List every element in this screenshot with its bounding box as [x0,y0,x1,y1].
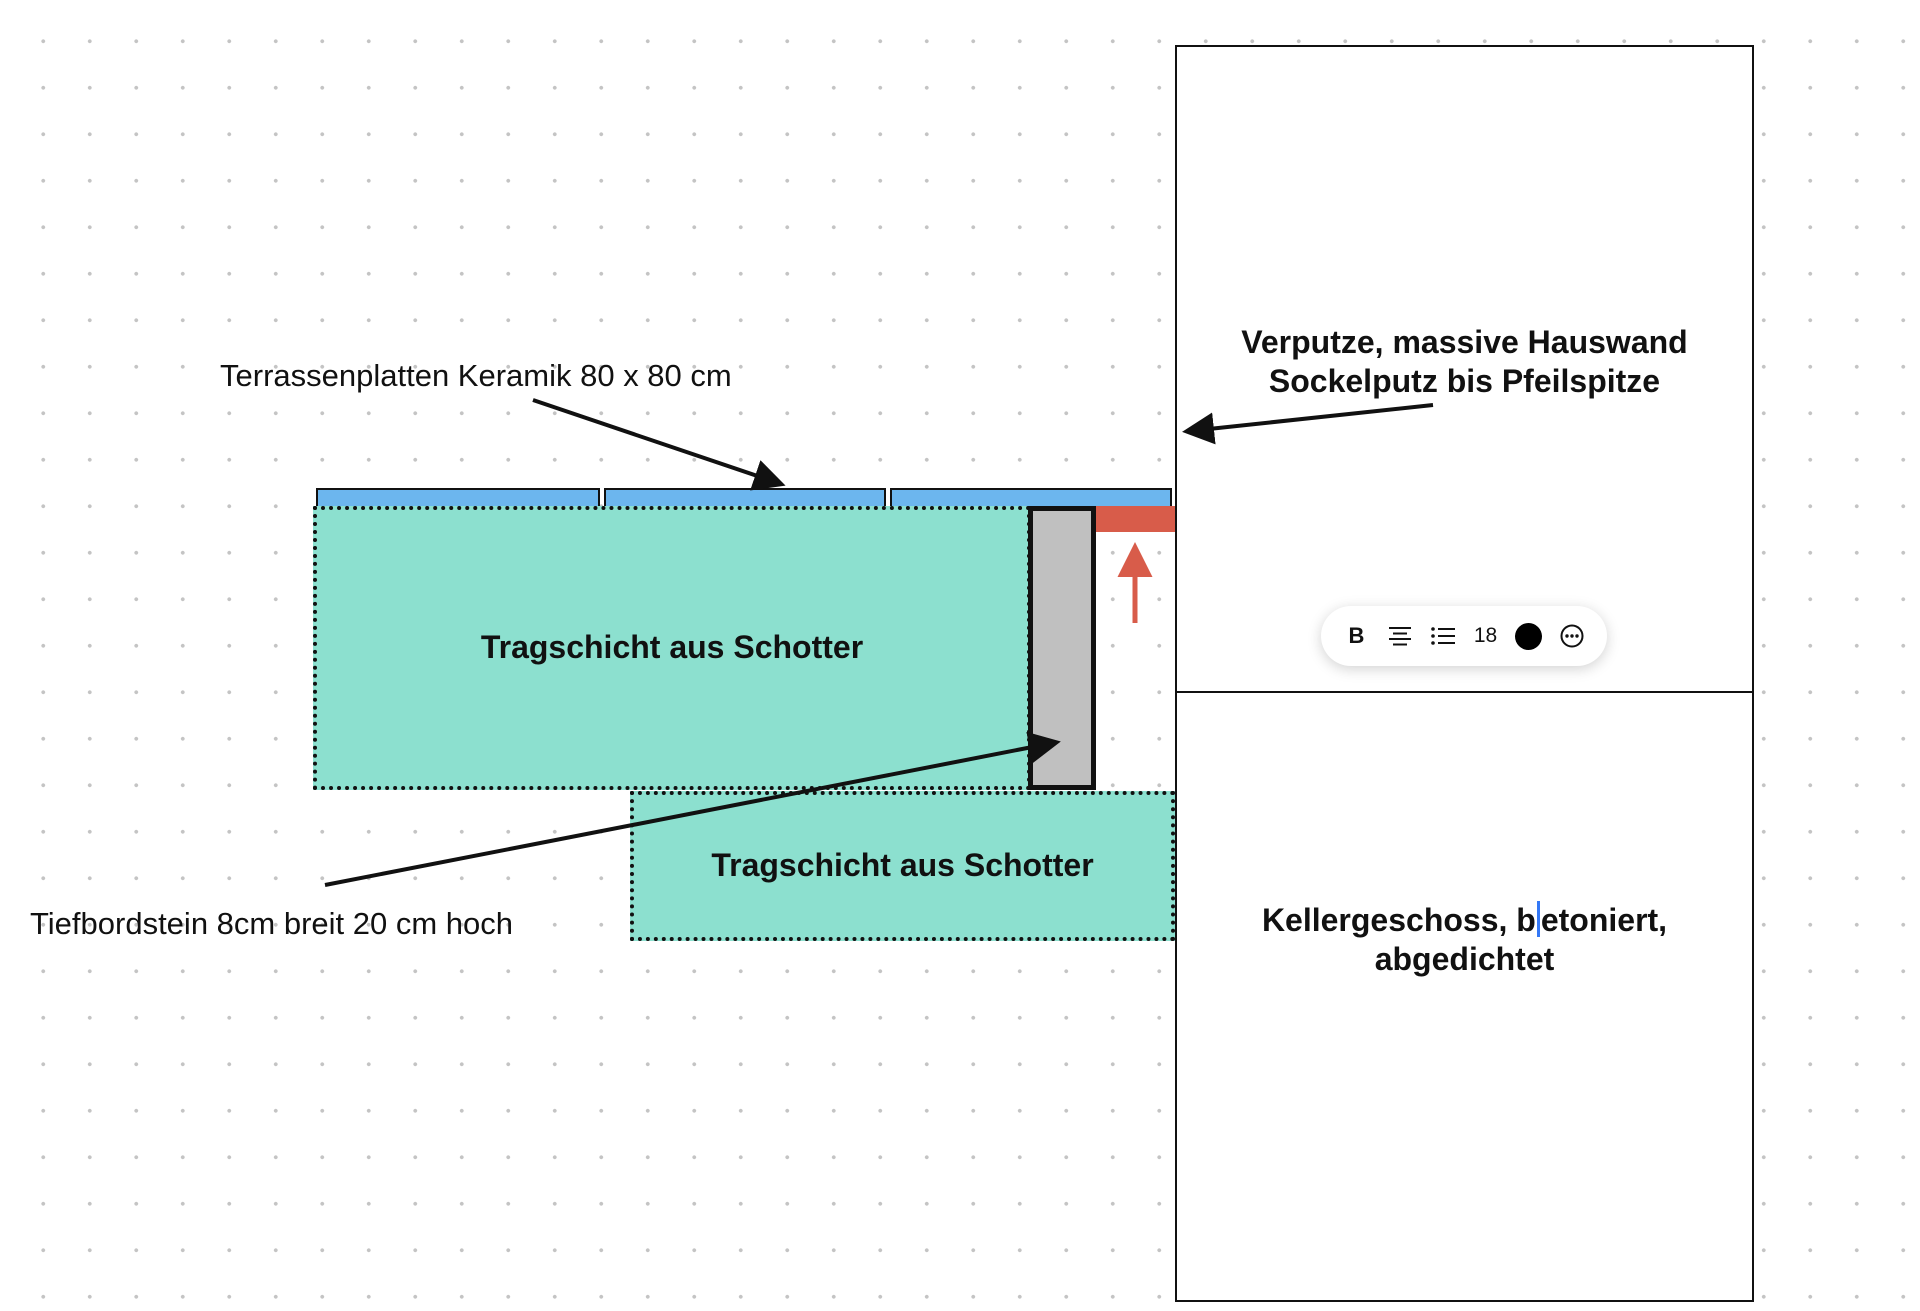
more-options-icon [1560,624,1583,648]
text-color-swatch-icon [1515,622,1542,650]
align-center-icon [1388,627,1411,646]
bulleted-list-icon [1430,627,1455,645]
curb-annotation-label[interactable]: Tiefbordstein 8cm breit 20 cm hoch [30,906,514,941]
gravel-layer-upper-label: Tragschicht aus Schotter [480,629,864,666]
text-format-toolbar: B 18 [1321,606,1607,666]
font-size-button[interactable]: 18 [1473,624,1498,647]
bulleted-list-button[interactable] [1425,618,1461,654]
base-plaster-strip[interactable] [1096,506,1175,532]
align-center-button[interactable] [1382,618,1418,654]
curb-arrow[interactable] [324,731,1061,887]
house-wall-label-line2: Sockelputz bis Pfeilspitze [1268,363,1661,400]
gravel-layer-lower-label: Tragschicht aus Schotter [711,847,1094,884]
basement-label-line2: abgedichtet [1374,941,1555,978]
text-cursor [1536,901,1540,937]
house-wall-box[interactable]: Verputze, massive Hauswand Sockelputz bi… [1175,45,1754,693]
wall-arrow[interactable] [1182,403,1434,445]
text-color-button[interactable] [1511,618,1547,654]
tiles-annotation-label[interactable]: Terrassenplatten Keramik 80 x 80 cm [220,358,732,393]
house-wall-label: Verputze, massive Hauswand Sockelputz bi… [1177,323,1752,401]
more-options-button[interactable] [1554,618,1590,654]
basement-label-text-a: Kellergeschoss, b [1261,902,1536,938]
basement-label-text-b: etoniert, [1540,902,1668,938]
house-wall-label-line1: Verputze, massive Hauswand [1241,324,1688,360]
tiles-arrow[interactable] [532,398,786,491]
bold-button[interactable]: B [1348,623,1365,648]
gravel-layer-lower[interactable]: Tragschicht aus Schotter [630,791,1175,941]
